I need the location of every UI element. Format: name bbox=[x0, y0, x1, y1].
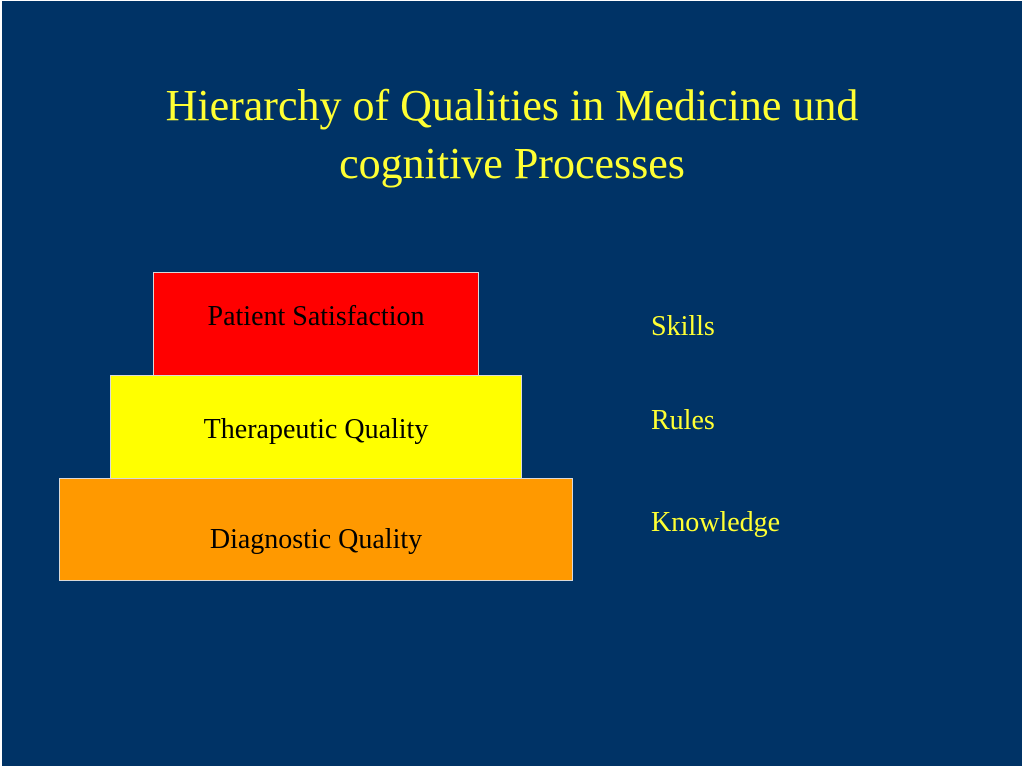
tier-label-top: Patient Satisfaction bbox=[207, 301, 425, 332]
tier-label-bottom: Diagnostic Quality bbox=[209, 524, 423, 555]
title-line-1: Hierarchy of Qualities in Medicine und bbox=[165, 81, 859, 130]
slide-title: Hierarchy of Qualities in Medicine und c… bbox=[2, 77, 1022, 193]
pyramid-tier-therapeutic-quality: Therapeutic Quality bbox=[110, 375, 522, 479]
title-line-2: cognitive Processes bbox=[339, 139, 685, 188]
process-label-rules: Rules bbox=[651, 405, 715, 436]
process-label-skills: Skills bbox=[651, 311, 715, 342]
process-label-knowledge: Knowledge bbox=[651, 507, 781, 538]
pyramid-tier-diagnostic-quality: Diagnostic Quality bbox=[59, 478, 573, 581]
pyramid-tier-patient-satisfaction: Patient Satisfaction bbox=[153, 272, 479, 376]
tier-label-middle: Therapeutic Quality bbox=[203, 414, 429, 445]
